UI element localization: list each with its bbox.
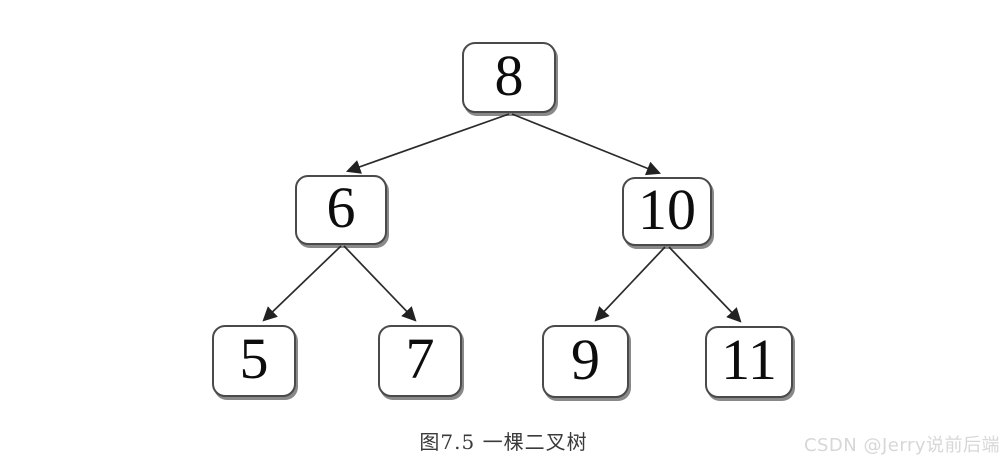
edge-8-10 (511, 113, 662, 176)
edge-10-9 (594, 246, 666, 322)
tree-node-6: 6 (295, 175, 387, 245)
edge-6-5 (262, 245, 342, 322)
csdn-watermark: CSDN @Jerry说前后端 (803, 435, 1000, 456)
edge-8-6 (345, 113, 510, 174)
tree-node-11: 11 (705, 326, 793, 398)
edge-6-7 (343, 245, 417, 322)
tree-node-10: 10 (622, 177, 712, 246)
edge-10-11 (668, 246, 742, 323)
tree-node-5: 5 (212, 325, 296, 397)
figure-caption: 图7.5 一棵二叉树 (419, 430, 588, 454)
tree-node-9: 9 (542, 325, 629, 398)
tree-node-8: 8 (462, 42, 556, 113)
tree-node-7: 7 (378, 325, 462, 397)
